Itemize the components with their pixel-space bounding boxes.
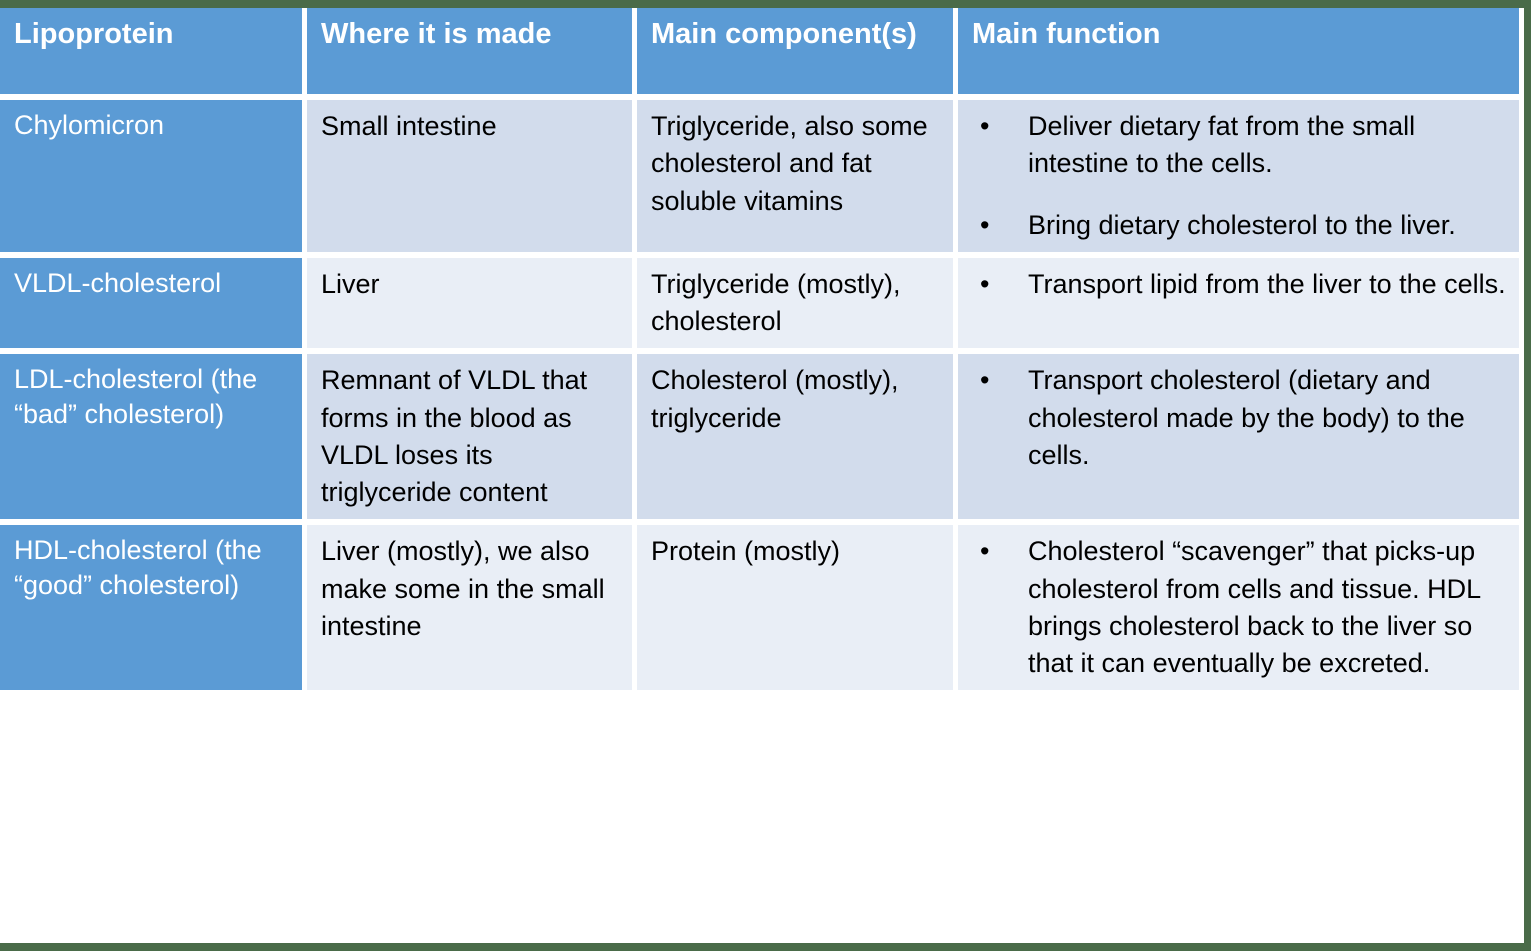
bullet-icon: • xyxy=(980,268,990,299)
bullet-icon: • xyxy=(980,209,990,240)
cell-lipoprotein: LDL-cholesterol (the “bad” cholesterol) xyxy=(0,354,307,526)
cell-main-components: Triglyceride, also some cholesterol and … xyxy=(637,100,958,258)
cell-where-made: Remnant of VLDL that forms in the blood … xyxy=(307,354,637,526)
cell-main-components: Protein (mostly) xyxy=(637,525,958,691)
table-header-row: Lipoprotein Where it is made Main compon… xyxy=(0,8,1519,100)
cell-where-made: Small intestine xyxy=(307,100,637,258)
list-item: • Transport cholesterol (dietary and chol… xyxy=(972,362,1507,474)
cell-lipoprotein: VLDL-cholesterol xyxy=(0,257,307,355)
cell-main-components: Triglyceride (mostly), cholesterol xyxy=(637,257,958,355)
list-item-text: Transport lipid from the liver to the ce… xyxy=(1028,268,1506,299)
list-item: • Cholesterol “scavenger” that picks-up c… xyxy=(972,533,1507,682)
function-bullet-list: • Transport cholesterol (dietary and chol… xyxy=(972,362,1507,474)
cell-main-function: • Deliver dietary fat from the small inte… xyxy=(958,100,1519,258)
cell-main-components: Cholesterol (mostly), triglyceride xyxy=(637,354,958,526)
list-item: • Bring dietary cholesterol to the liver. xyxy=(972,207,1507,244)
bullet-icon: • xyxy=(980,111,990,141)
cell-main-function: • Cholesterol “scavenger” that picks-up c… xyxy=(958,525,1519,691)
function-bullet-list: • Transport lipid from the liver to the c… xyxy=(972,266,1507,303)
function-bullet-list: • Deliver dietary fat from the small inte… xyxy=(972,108,1507,244)
list-item: • Transport lipid from the liver to the c… xyxy=(972,266,1507,303)
function-bullet-list: • Cholesterol “scavenger” that picks-up c… xyxy=(972,533,1507,682)
table-row: LDL-cholesterol (the “bad” cholesterol) … xyxy=(0,354,1519,526)
column-header-main-components: Main component(s) xyxy=(637,8,958,100)
list-item-text: Bring dietary cholesterol to the liver. xyxy=(1028,209,1456,240)
column-header-main-function: Main function xyxy=(958,8,1519,100)
list-item-text: Transport cholesterol (dietary and chole… xyxy=(1028,365,1465,470)
cell-lipoprotein: Chylomicron xyxy=(0,100,307,258)
cell-main-function: • Transport cholesterol (dietary and chol… xyxy=(958,354,1519,526)
cell-where-made: Liver (mostly), we also make some in the… xyxy=(307,525,637,691)
bullet-icon: • xyxy=(980,365,990,396)
list-item: • Deliver dietary fat from the small inte… xyxy=(972,108,1507,183)
table-row: VLDL-cholesterol Liver Triglyceride (mos… xyxy=(0,257,1519,355)
list-item-text: Deliver dietary fat from the small intes… xyxy=(1028,111,1416,179)
bullet-icon: • xyxy=(980,536,990,567)
column-header-where-made: Where it is made xyxy=(307,8,637,100)
column-header-lipoprotein: Lipoprotein xyxy=(0,8,307,100)
table-row: HDL-cholesterol (the “good” cholesterol)… xyxy=(0,525,1519,691)
cell-where-made: Liver xyxy=(307,257,637,355)
lipoprotein-table: Lipoprotein Where it is made Main compon… xyxy=(0,8,1519,691)
table-row: Chylomicron Small intestine Triglyceride… xyxy=(0,100,1519,258)
list-item-text: Cholesterol “scavenger” that picks-up ch… xyxy=(1028,536,1481,678)
cell-lipoprotein: HDL-cholesterol (the “good” cholesterol) xyxy=(0,525,307,691)
cell-main-function: • Transport lipid from the liver to the c… xyxy=(958,257,1519,355)
